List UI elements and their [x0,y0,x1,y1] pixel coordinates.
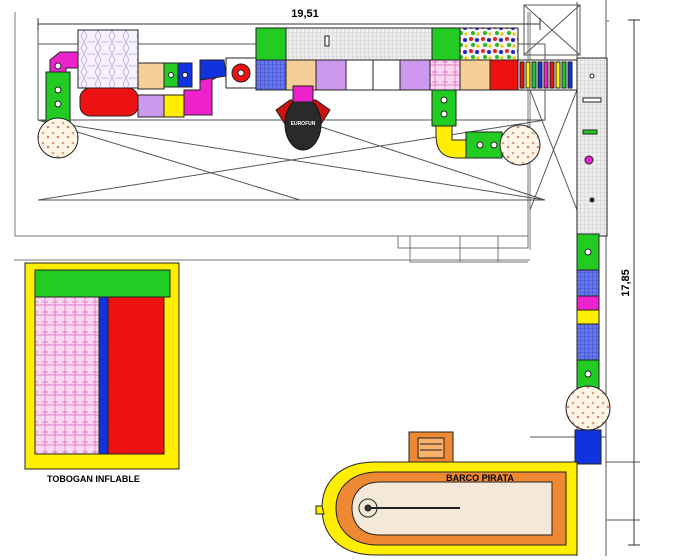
pirate-ship [315,431,578,556]
ship-label: BARCO PIRATA [446,473,514,483]
mascot-figure: EUROFUN [275,85,331,151]
width-dimension [37,18,541,30]
inflatable-slide [24,262,180,470]
right-play-track [565,57,611,465]
width-dimension-label: 19,51 [291,8,319,20]
building-outline [14,12,531,263]
height-dimension-label: 17,85 [620,269,632,297]
height-dimension [628,19,640,546]
top-play-track [37,27,579,166]
slide-label: TOBOGAN INFLABLE [47,474,140,484]
mascot-label: EUROFUN [291,121,316,127]
rainbow-panel [517,59,579,91]
